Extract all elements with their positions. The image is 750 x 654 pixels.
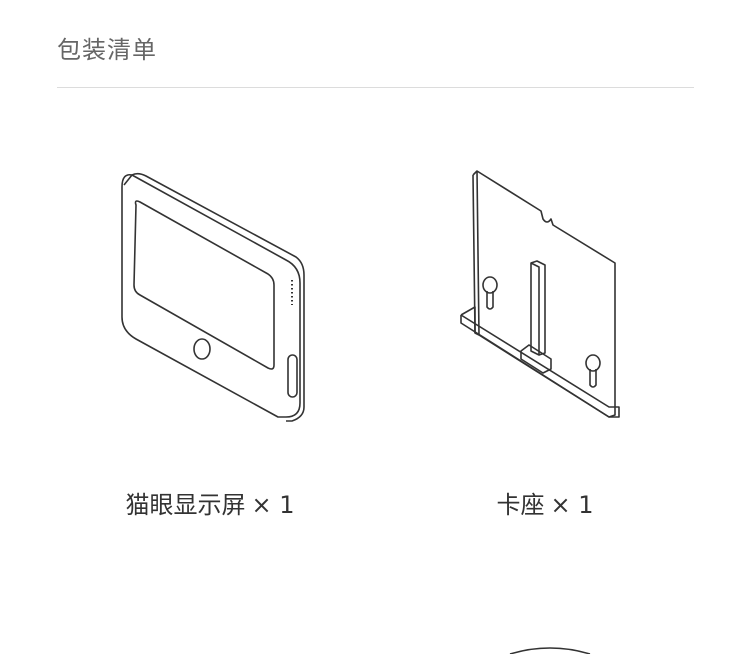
item-label-bracket: 卡座× 1: [395, 485, 695, 520]
item-quantity: × 1: [251, 491, 295, 519]
mounting-bracket-icon: [460, 170, 620, 418]
package-item-bracket: 卡座× 1: [395, 145, 695, 519]
item-name: 卡座: [496, 491, 545, 519]
section-title: 包装清单: [57, 36, 157, 64]
divider: [57, 87, 694, 88]
next-item-icon: [509, 647, 591, 654]
item-label-display: 猫眼显示屏× 1: [60, 485, 360, 520]
item-name: 猫眼显示屏: [125, 491, 246, 519]
display-screen-icon: [121, 172, 305, 422]
package-item-display: 猫眼显示屏× 1: [60, 145, 360, 519]
item-quantity: × 1: [550, 491, 594, 519]
